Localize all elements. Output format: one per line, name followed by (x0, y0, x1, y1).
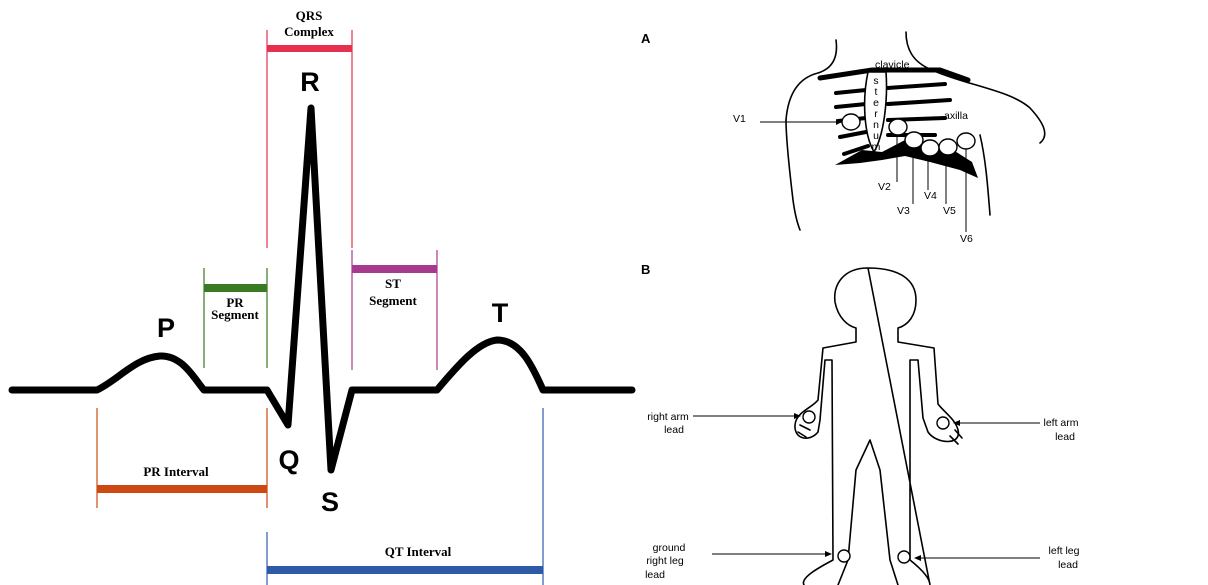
left-hand-fingers (950, 430, 962, 444)
limb-lead-arrows (693, 416, 1040, 558)
qt-interval-bar (267, 566, 543, 574)
clavicle-label: clavicle (875, 59, 910, 71)
left-torso-outline (786, 120, 800, 230)
electrode-v2 (889, 119, 907, 135)
panel-b-label: B (641, 262, 650, 277)
left-shoulder-outline (786, 40, 836, 120)
qrs-bar (267, 45, 352, 52)
st-segment-label-line2: Segment (369, 293, 417, 308)
pr-interval-bar (97, 485, 267, 493)
pr-interval-label: PR Interval (143, 464, 209, 479)
qrs-label-line2: Complex (284, 24, 334, 39)
electrode-v4 (921, 140, 939, 156)
electrode-left-arm (937, 417, 949, 429)
ecg-diagram: QRS Complex PR Segment ST Segment PR Int… (12, 8, 632, 585)
lead-v4-label: V4 (924, 190, 937, 202)
qrs-label-line1: QRS (296, 8, 323, 23)
electrode-left-leg (898, 551, 910, 563)
left-leg-label-line2: lead (1058, 559, 1078, 571)
electrode-v3 (905, 132, 923, 148)
right-torso-outline (980, 135, 990, 215)
pr-interval-bracket: PR Interval (97, 408, 267, 508)
pr-segment-bar (204, 284, 267, 292)
ecg-trace (12, 108, 632, 470)
right-shoulder-outline (906, 32, 1045, 143)
q-wave-label: Q (278, 445, 299, 475)
st-segment-bar (352, 265, 437, 273)
right-arm-label-line2: lead (664, 424, 684, 436)
st-segment-bracket: ST Segment (352, 250, 437, 370)
lead-v1-label: V1 (733, 113, 746, 125)
panel-a-chest-leads: A s t e r n (641, 31, 1045, 245)
lead-v2-label: V2 (878, 181, 891, 193)
limb-arrowheads (794, 413, 960, 561)
sternum-letter-m: m (872, 141, 881, 153)
qt-interval-label: QT Interval (385, 544, 452, 559)
panel-a-label: A (641, 31, 651, 46)
body-outline (795, 268, 958, 585)
right-hand-fingers (798, 425, 810, 437)
pr-segment-bracket: PR Segment (204, 268, 267, 368)
t-wave-label: T (492, 298, 509, 328)
pr-segment-label-line2: Segment (211, 307, 259, 322)
limb-electrodes (803, 411, 949, 563)
s-wave-label: S (321, 487, 339, 517)
ground-label-line1: ground (653, 542, 686, 554)
ground-label-line2: right leg (646, 555, 684, 567)
electrode-v1 (842, 114, 860, 130)
electrode-right-leg (838, 550, 850, 562)
electrode-v6 (957, 133, 975, 149)
ground-label-line3: lead (645, 569, 665, 581)
axilla-label: axilla (944, 110, 968, 122)
left-arm-label-line2: lead (1055, 431, 1075, 443)
electrode-right-arm (803, 411, 815, 423)
electrode-v5 (939, 139, 957, 155)
right-arm-label-line1: right arm (647, 411, 689, 423)
lead-v6-label: V6 (960, 233, 973, 245)
qt-interval-bracket: QT Interval (267, 408, 543, 585)
p-wave-label: P (157, 313, 175, 343)
lead-v5-label: V5 (943, 205, 956, 217)
st-segment-label-line1: ST (385, 276, 401, 291)
lead-v3-label: V3 (897, 205, 910, 217)
panel-b-limb-leads: B right arm lead left arm lead (641, 262, 1080, 585)
left-leg-label-line1: left leg (1049, 545, 1080, 557)
r-wave-label: R (300, 67, 320, 97)
left-arm-label-line1: left arm (1043, 417, 1078, 429)
